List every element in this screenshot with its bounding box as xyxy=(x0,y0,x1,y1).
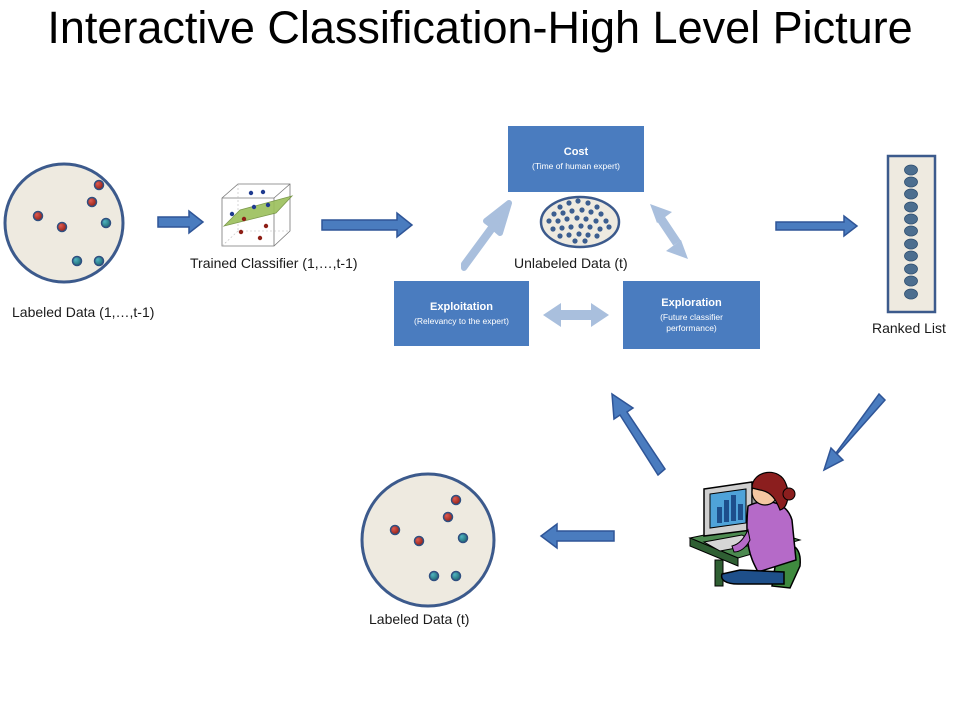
unlabeled-data-label: Unlabeled Data (t) xyxy=(514,255,628,271)
exploration-title: Exploration xyxy=(661,296,722,309)
arrow-ranked-list-to-expert xyxy=(822,392,887,472)
exploitation-subtitle: (Relevancy to the expert) xyxy=(414,315,509,326)
exploration-subtitle: (Future classifier performance) xyxy=(660,311,723,333)
labeled-data-t-circle xyxy=(360,472,496,608)
arrow-data-to-classifier xyxy=(157,209,205,235)
cost-title: Cost xyxy=(563,146,589,158)
arrow-expert-to-triangle xyxy=(611,392,666,477)
human-expert-at-computer-icon xyxy=(688,471,802,589)
arrow-classifier-to-triangle xyxy=(321,211,414,239)
arrow-triangle-to-ranked-list xyxy=(775,214,859,238)
exploration-box: Exploration (Future classifier performan… xyxy=(623,281,760,349)
3d-hyperplane-icon xyxy=(221,183,294,247)
arrow-exploitation-exploration-double xyxy=(543,303,609,327)
cost-subtitle: (Time of human expert) xyxy=(531,161,621,171)
ranked-list-column xyxy=(886,154,937,314)
exploitation-box: Exploitation (Relevancy to the expert) xyxy=(394,281,529,346)
arrow-expert-to-labeled-data xyxy=(539,522,615,550)
arrow-exploitation-to-cost xyxy=(461,200,512,271)
labeled-data-prev-circle xyxy=(3,162,125,284)
cost-box: Cost (Time of human expert) xyxy=(508,126,644,192)
trained-classifier-label: Trained Classifier (1,…,t-1) xyxy=(190,255,358,271)
labeled-data-t-label: Labeled Data (t) xyxy=(369,611,470,627)
slide-title: Interactive Classification-High Level Pi… xyxy=(47,2,913,53)
arrow-cost-exploration-double xyxy=(650,204,688,259)
exploitation-title: Exploitation xyxy=(430,300,493,313)
unlabeled-data-ellipse xyxy=(539,195,621,249)
labeled-data-prev-label: Labeled Data (1,…,t-1) xyxy=(12,304,155,320)
ranked-list-label: Ranked List xyxy=(872,320,946,336)
